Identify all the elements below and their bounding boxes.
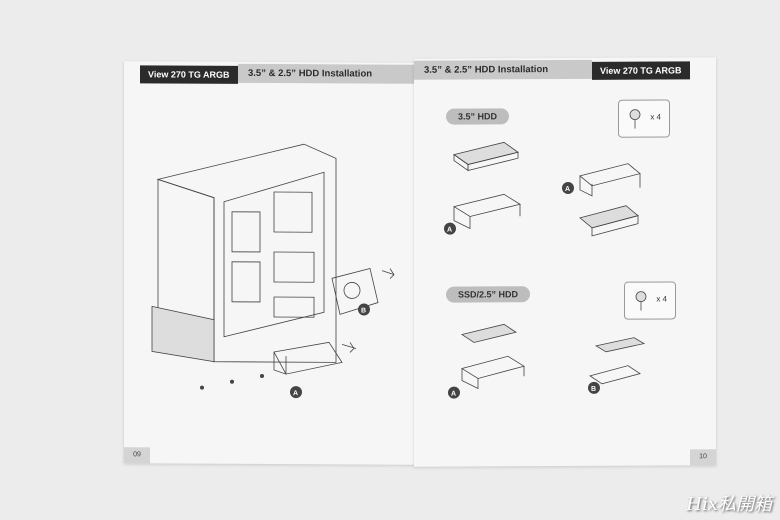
- pc-case-illustration: B A: [151, 143, 395, 399]
- ssd-callout-b-label: B: [591, 386, 596, 393]
- callout-b-left-label: B: [361, 307, 366, 314]
- screw-icon: [629, 109, 641, 129]
- hdd-callout-a1-label: A: [447, 227, 452, 234]
- page-number-left: 09: [124, 447, 150, 464]
- hdd-callout-a2-label: A: [565, 186, 570, 193]
- screw-icon: [635, 291, 647, 311]
- callout-a-left: [290, 386, 302, 399]
- page-number-right: 10: [690, 449, 716, 466]
- hdd-installation-diagram: A A A B: [444, 141, 646, 399]
- callout-b-left: [358, 303, 370, 316]
- ssd-screw-count: x 4: [656, 294, 667, 304]
- ssd-screw-box: x 4: [624, 281, 676, 320]
- watermark: Hix私開箱: [686, 494, 772, 515]
- manual-left-page: View 270 TG ARGB 3.5” & 2.5” HDD Install…: [124, 61, 418, 465]
- manual-right-page: 3.5” & 2.5” HDD Installation View 270 TG…: [414, 57, 716, 467]
- ssd-section-label: SSD/2.5” HDD: [446, 286, 531, 303]
- ssd-callout-a-label: A: [451, 391, 456, 398]
- hdd-screw-box: x 4: [618, 99, 670, 138]
- callout-a-left-label: A: [293, 390, 298, 397]
